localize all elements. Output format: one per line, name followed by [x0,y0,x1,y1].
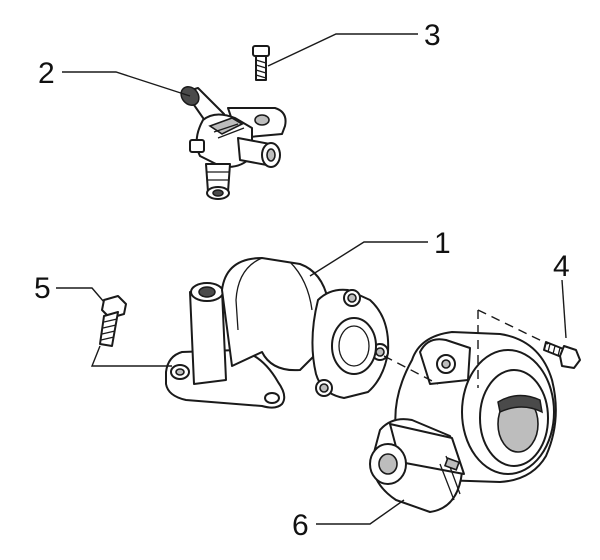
callout-4: 4 [553,250,570,283]
leader-lines [56,33,567,525]
part-3-screw [252,45,270,81]
callout-3: 3 [424,19,441,52]
part-4-screw [543,341,581,369]
part-1-thermostat-housing [165,257,390,409]
part-2-hose-fitting [180,86,287,200]
callout-1: 1 [434,227,451,260]
callout-6: 6 [292,509,309,542]
callout-2: 2 [38,57,55,90]
callout-5: 5 [34,272,51,305]
part-5-bolt [99,295,127,347]
alignment-lines [383,309,549,388]
callouts: 2 3 1 4 5 6 [34,19,570,542]
part-6-thermostat-cover [369,331,557,513]
